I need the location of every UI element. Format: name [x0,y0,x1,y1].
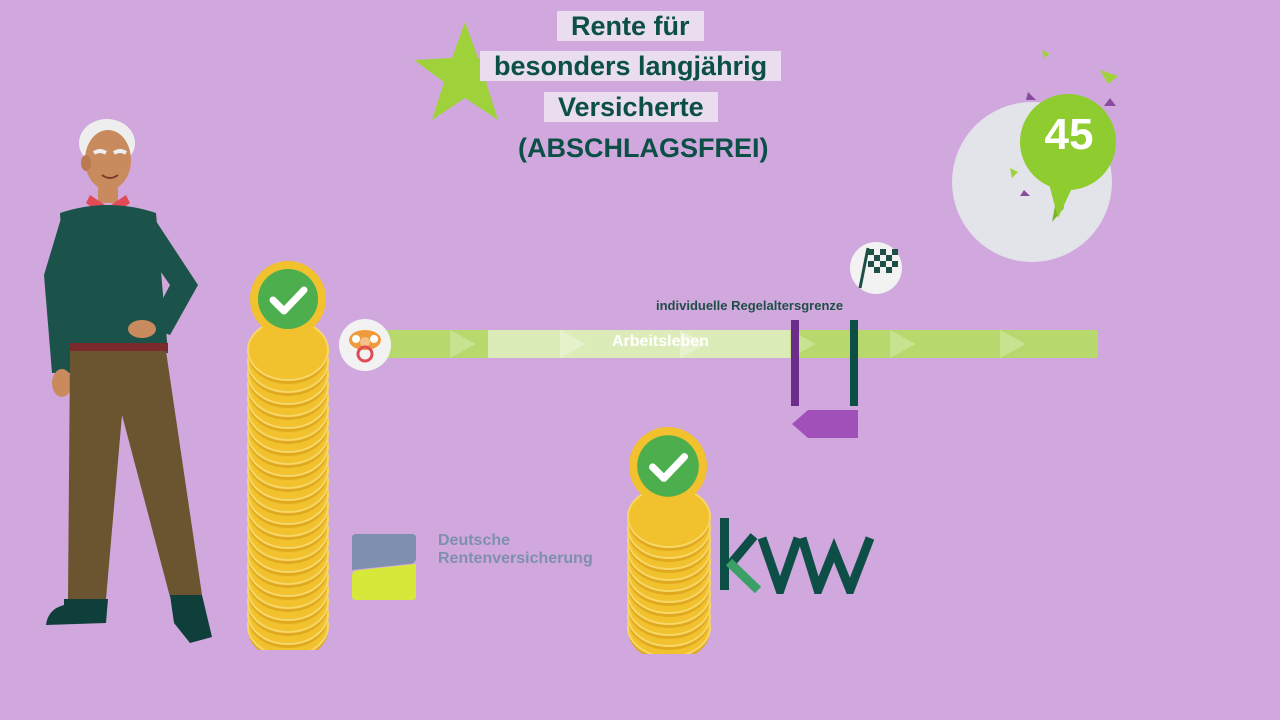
years-badge: 45 [1044,110,1094,159]
coin-stack-small [627,486,711,654]
finish-flag-icon [850,242,902,294]
title-line-1: Rente für [557,8,704,44]
kvw-logo [720,518,875,594]
star-icon [414,22,516,120]
drv-logo-text: Deutsche Rentenversicherung [438,532,593,568]
drv-line-1: Deutsche [438,532,511,549]
arbeitsleben-label: Arbeitsleben [612,333,709,350]
pacifier-icon [339,319,391,371]
drv-logo-icon [352,534,416,600]
drv-line-2: Rentenversicherung [438,550,593,567]
timeline-bar [380,330,1098,358]
title-line-4: (ABSCHLAGSFREI) [518,133,769,163]
title-line-3: Versicherte [544,89,718,125]
regelaltersgrenze-label: individuelle Regelaltersgrenze [656,298,844,313]
checkmark-icon [250,261,326,337]
party-badge-icon [952,50,1118,262]
title-line-2: besonders langjährig [480,48,782,84]
checkmark-icon [629,427,707,505]
coin-stack-large [247,319,329,650]
senior-man-illustration [44,119,212,643]
regelalter-markers [791,320,858,438]
